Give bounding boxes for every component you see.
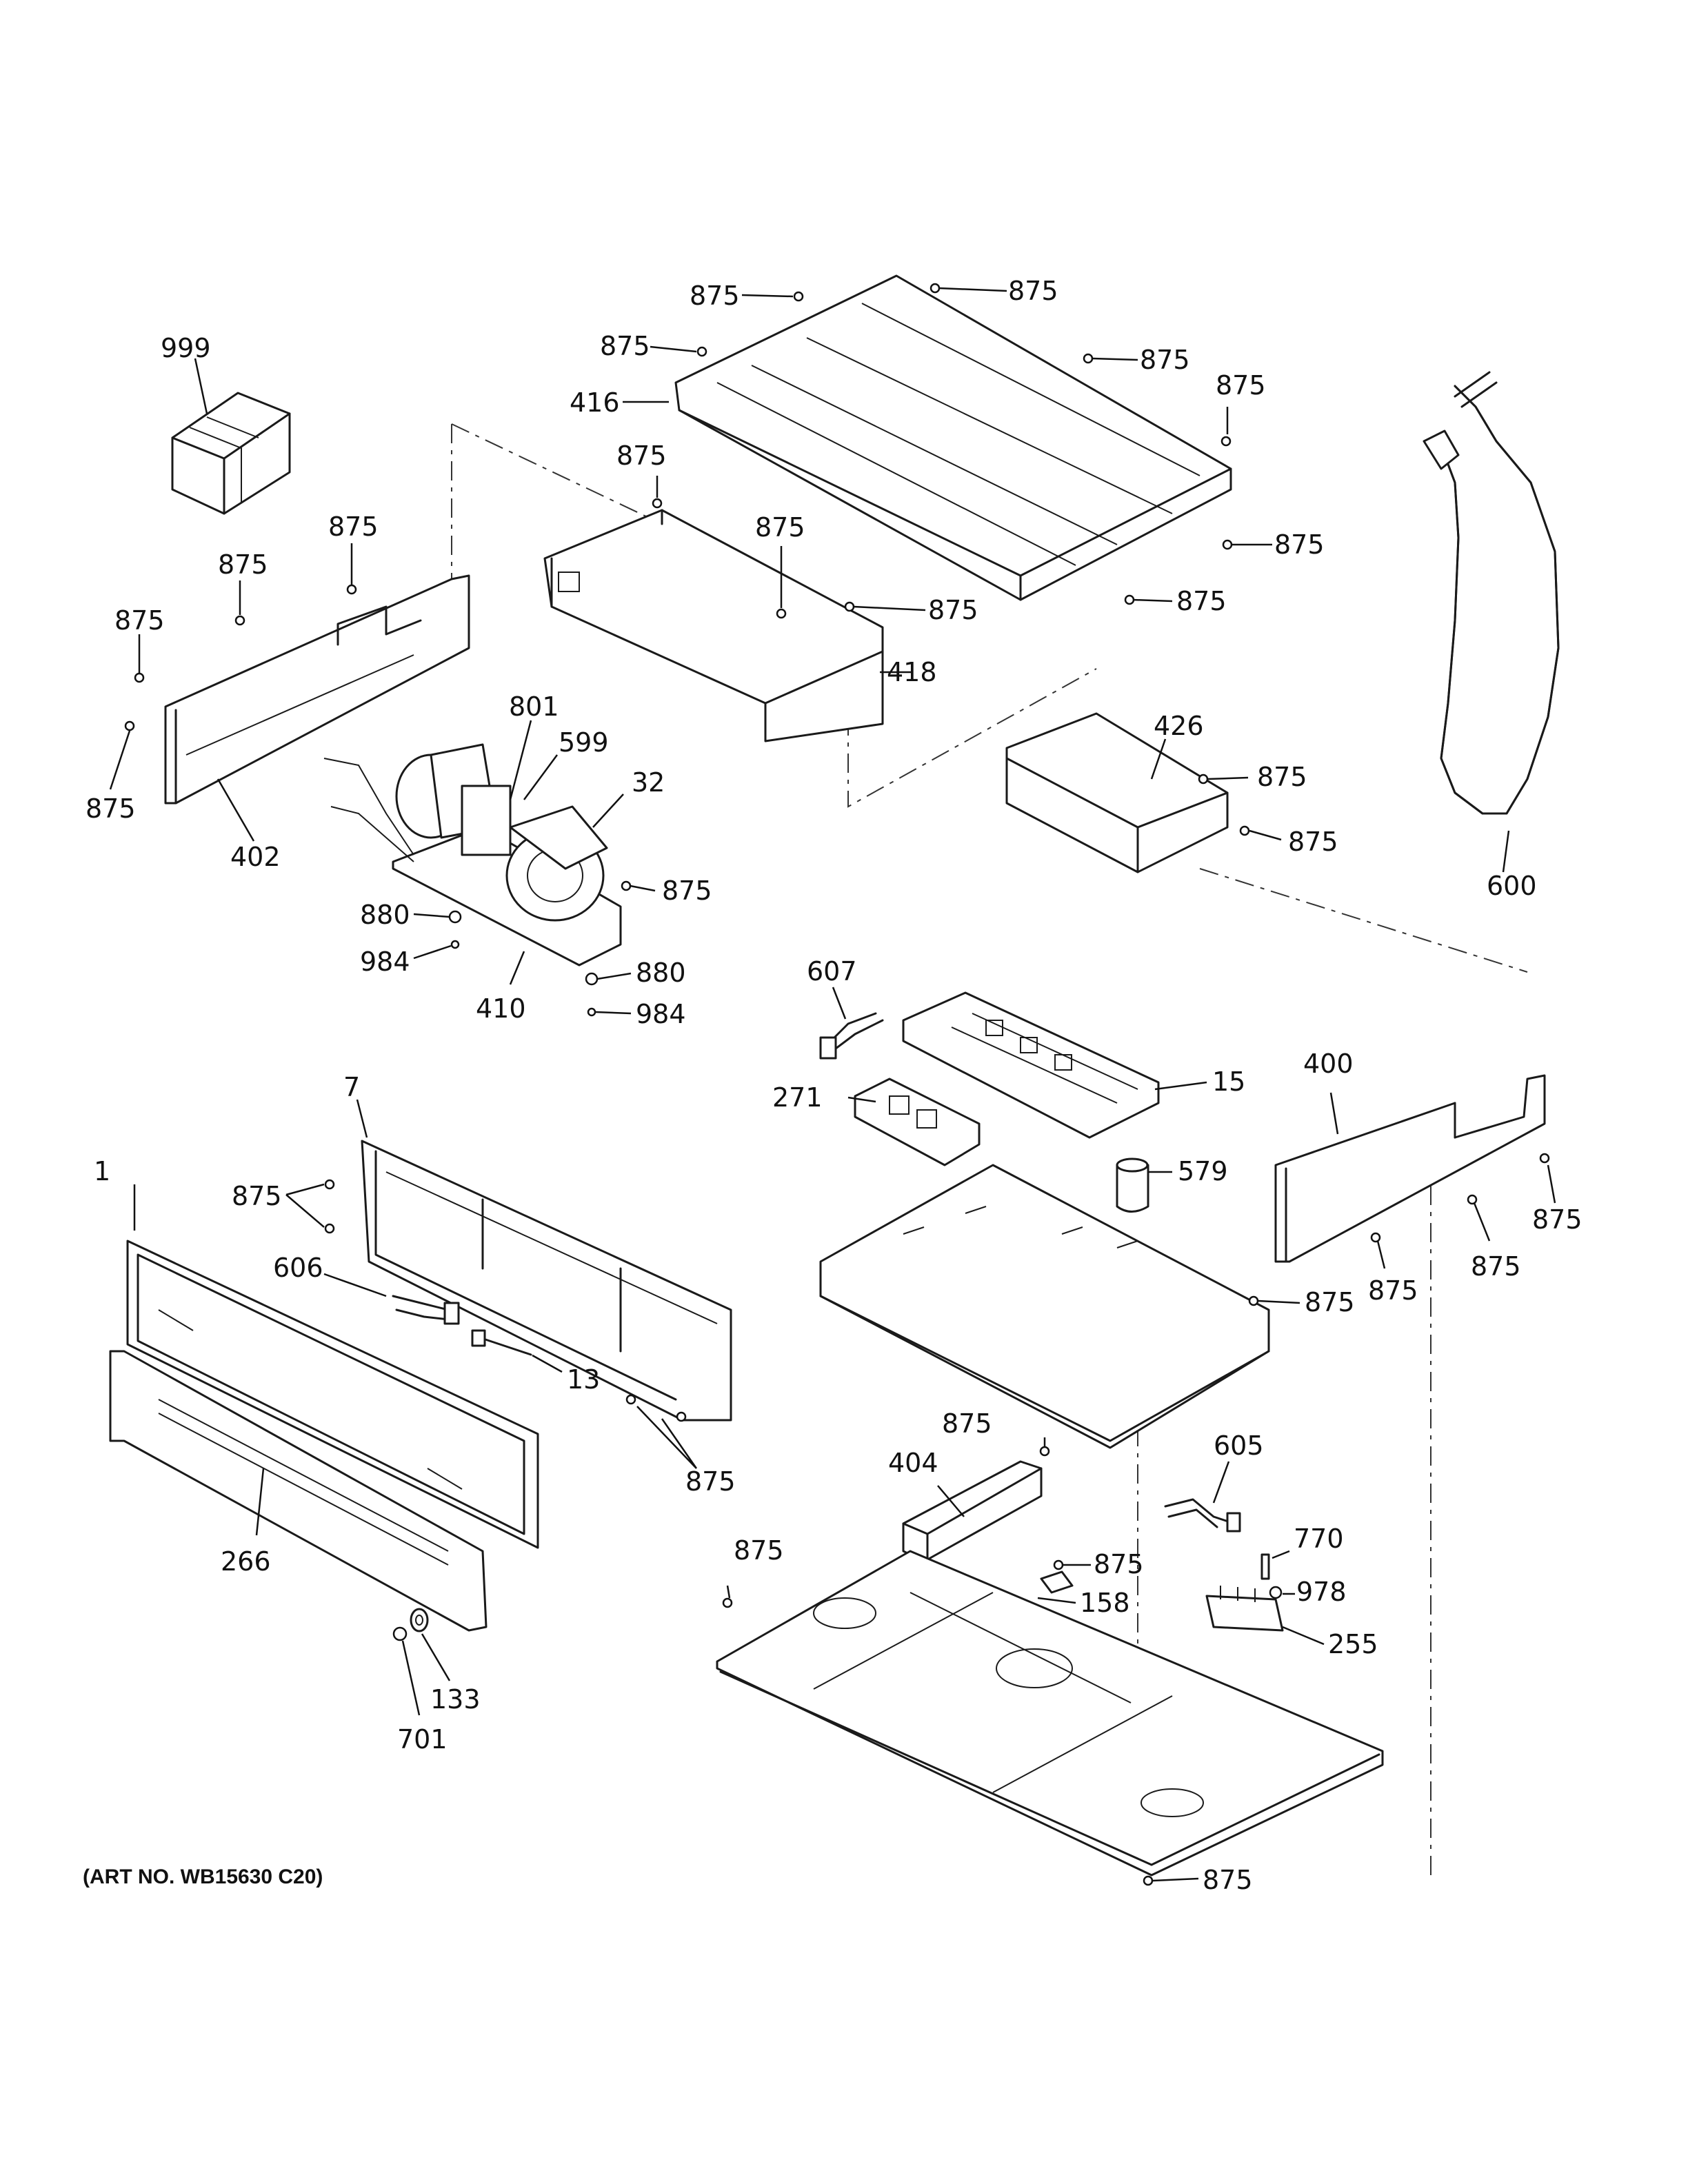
callout-255: 255: [1328, 1629, 1378, 1659]
callout-426: 426: [1154, 711, 1204, 741]
part-13-wire-harness: [471, 1329, 532, 1356]
callout-labels: 999 875 875 875 875 875 416 875 875 875 …: [83, 276, 1582, 1895]
part-255-terminal-block: [1205, 1586, 1284, 1632]
callout-32: 32: [632, 767, 665, 798]
callout-875: 875: [616, 441, 667, 471]
callout-880: 880: [360, 900, 410, 930]
callout-599: 599: [559, 727, 609, 758]
callout-875: 875: [928, 595, 978, 625]
part-579-capacitor: [1116, 1157, 1149, 1213]
callout-133: 133: [430, 1684, 481, 1715]
part-133-grommet: [410, 1608, 429, 1632]
callout-875: 875: [232, 1181, 282, 1211]
part-770-screw: [1260, 1553, 1270, 1580]
callout-600: 600: [1487, 871, 1537, 901]
callout-875: 875: [86, 793, 136, 824]
art-number: (ART NO. WB15630 C20): [83, 1866, 323, 1888]
part-606-wire-harness: [392, 1295, 460, 1325]
callout-875: 875: [218, 549, 268, 580]
part-605-wire-harness: [1164, 1498, 1241, 1533]
part-control-mounting-pan: [819, 1164, 1270, 1449]
callout-404: 404: [888, 1448, 938, 1478]
part-999-box: [171, 392, 291, 515]
callout-875: 875: [1368, 1275, 1418, 1306]
callout-7: 7: [343, 1072, 360, 1102]
part-418-shield: [543, 509, 884, 742]
callout-984: 984: [636, 999, 686, 1029]
callout-875: 875: [1140, 345, 1190, 375]
callout-605: 605: [1214, 1430, 1264, 1461]
part-266-vent-trim: [109, 1350, 488, 1632]
callout-875: 875: [942, 1408, 992, 1439]
part-600-power-cord: [1423, 371, 1560, 815]
callout-875: 875: [1305, 1287, 1355, 1317]
callout-402: 402: [230, 842, 281, 872]
callout-701: 701: [397, 1724, 448, 1755]
part-416-top-cover: [674, 274, 1232, 601]
callout-13: 13: [567, 1364, 600, 1395]
callout-875: 875: [1008, 276, 1058, 306]
part-7-control-frame: [361, 1140, 732, 1422]
part-410-blower-assembly: [323, 743, 622, 967]
callout-875: 875: [1274, 529, 1325, 560]
callout-875: 875: [685, 1466, 736, 1497]
callout-880: 880: [636, 958, 686, 988]
part-607-wire-harness: [819, 1012, 884, 1060]
part-oven-bottom-pan: [716, 1550, 1384, 1877]
callout-875: 875: [734, 1535, 784, 1566]
callout-875: 875: [600, 331, 650, 361]
leader-lines: [109, 287, 1556, 1882]
part-701-screw: [392, 1626, 408, 1641]
part-426-control-box: [1005, 712, 1229, 873]
callout-410: 410: [476, 993, 526, 1024]
callout-418: 418: [887, 657, 937, 687]
part-402-side-panel: [164, 574, 470, 805]
callout-875: 875: [690, 281, 740, 311]
callout-875: 875: [1288, 827, 1338, 857]
callout-875: 875: [114, 605, 165, 636]
callout-875: 875: [1094, 1549, 1144, 1579]
callout-875: 875: [755, 512, 805, 543]
part-15-control-board: [902, 991, 1160, 1139]
callout-400: 400: [1303, 1049, 1354, 1079]
part-400-side-panel: [1274, 1074, 1546, 1263]
part-1-glass-panel: [126, 1240, 539, 1549]
screws: [124, 283, 1550, 1886]
callout-875: 875: [1257, 762, 1307, 792]
part-158-thermostat: [1040, 1570, 1074, 1594]
part-978-nut: [1269, 1586, 1283, 1599]
callout-158: 158: [1080, 1588, 1130, 1618]
callout-875: 875: [328, 512, 379, 542]
callout-999: 999: [161, 333, 211, 363]
callout-770: 770: [1294, 1524, 1344, 1554]
part-404-bracket: [902, 1460, 1043, 1563]
callout-271: 271: [772, 1082, 823, 1113]
callout-875: 875: [1216, 370, 1266, 401]
callout-875: 875: [1471, 1251, 1521, 1282]
callout-416: 416: [570, 387, 620, 418]
callout-801: 801: [509, 691, 559, 722]
callout-984: 984: [360, 947, 410, 977]
part-271-relay-board: [854, 1078, 981, 1166]
callout-606: 606: [273, 1253, 323, 1283]
callout-875: 875: [662, 876, 712, 906]
callout-607: 607: [807, 956, 857, 987]
callout-15: 15: [1212, 1066, 1245, 1097]
callout-266: 266: [221, 1546, 271, 1577]
callout-579: 579: [1178, 1156, 1228, 1186]
callout-1: 1: [94, 1156, 110, 1186]
callout-875: 875: [1532, 1204, 1582, 1235]
callout-978: 978: [1296, 1577, 1347, 1607]
callout-875: 875: [1203, 1865, 1253, 1895]
callout-875: 875: [1176, 586, 1227, 616]
